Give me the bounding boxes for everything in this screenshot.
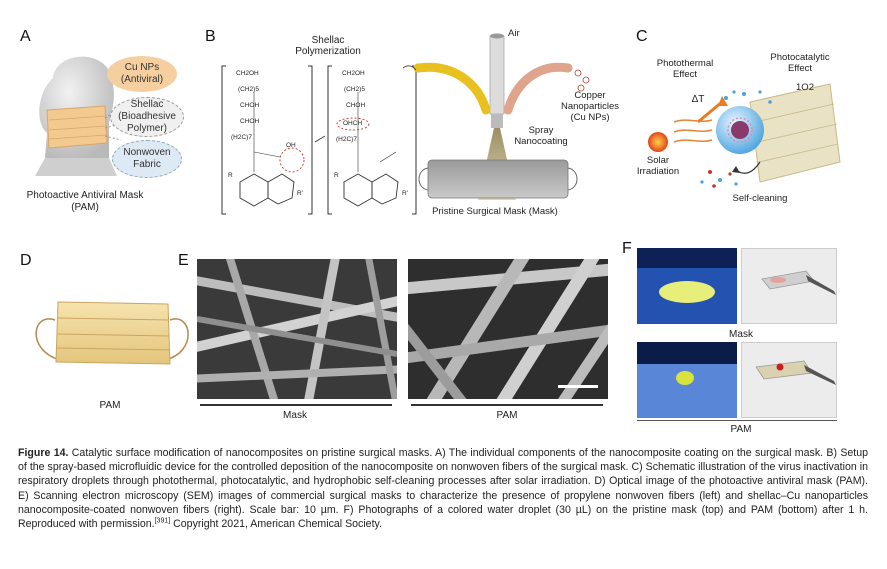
pam-droplet-bead <box>637 342 737 418</box>
photo-mask-droplet <box>637 248 737 324</box>
photo-pam-tweezers <box>741 342 837 418</box>
spray-device-illustration <box>402 33 590 200</box>
sem-fibers-mask <box>197 259 397 399</box>
bubble-cu-nps: Cu NPs (Antiviral) <box>107 56 177 92</box>
mask-droplet-spot <box>637 248 737 324</box>
air-label: Air <box>508 28 520 39</box>
chem-label: (CH2)5 <box>238 86 259 93</box>
shellac-polymerization-label: Shellac Polymerization <box>295 35 361 57</box>
chem-label: CH2OH <box>342 70 365 77</box>
caption-text: Catalytic surface modification of nanoco… <box>18 447 868 531</box>
chem-label: R <box>334 172 339 179</box>
panel-a-caption: Photoactive Antiviral Mask (PAM) <box>26 190 144 213</box>
copper-nanoparticles-label: Copper Nanoparticles (Cu NPs) <box>560 90 620 123</box>
sem-image-mask <box>197 259 397 399</box>
photo-f-mask-label: Mask <box>729 329 753 340</box>
photo-f-pam-label: PAM <box>730 424 752 435</box>
panel-letter-c: C <box>636 28 648 45</box>
pam-tweezers-sample <box>755 360 836 385</box>
panel-letter-b: B <box>205 28 216 45</box>
singlet-oxygen-label: 1O2 <box>796 82 814 93</box>
pristine-mask-label: Pristine Surgical Mask (Mask) <box>432 206 558 217</box>
chem-label: OH <box>286 142 296 149</box>
figure-label: Figure 14. <box>18 447 69 459</box>
sem-mask-label: Mask <box>283 410 307 421</box>
chem-label: CH2OH <box>236 70 259 77</box>
chem-label: (CH2)5 <box>344 86 365 93</box>
pam-mask-photo <box>35 301 189 365</box>
scale-bracket-pam <box>411 404 603 406</box>
virus-inactivation-schematic <box>648 83 841 188</box>
photo-pam-droplet <box>637 342 737 418</box>
panel-letter-f: F <box>622 240 632 257</box>
chem-label: R' <box>297 190 303 197</box>
scale-bracket-mask <box>200 404 392 406</box>
chem-label: (H2C)7 <box>231 134 252 141</box>
chem-label: CHOH <box>240 118 260 125</box>
panel-letter-d: D <box>20 252 32 269</box>
chem-label: R <box>228 172 233 179</box>
panel-d-caption: PAM <box>99 400 121 411</box>
mannequin-head-illustration <box>35 56 122 176</box>
bubble-nonwoven-fabric: Nonwoven Fabric <box>112 140 182 178</box>
delta-t-label: ΔT <box>691 94 705 105</box>
self-cleaning-label: Self-cleaning <box>732 193 788 204</box>
sem-image-pam <box>408 259 608 399</box>
chem-label: OHCH <box>343 120 363 127</box>
bubble-shellac: Shellac (Bioadhesive Polymer) <box>110 97 184 137</box>
spray-nanocoating-label: Spray Nanocoating <box>514 125 568 147</box>
photo-mask-tweezers <box>741 248 837 324</box>
caption-reference: [391] <box>154 517 171 525</box>
figure-caption: Figure 14. Catalytic surface modificatio… <box>18 446 868 531</box>
panel-f-divider <box>637 420 837 421</box>
sem-fibers-pam <box>408 259 608 399</box>
chem-label: CHOH <box>346 102 366 109</box>
caption-copyright: Copyright 2021, American Chemical Societ… <box>170 518 382 531</box>
photothermal-effect-label: Photothermal Effect <box>656 58 714 80</box>
chem-label: R' <box>402 190 408 197</box>
panel-letter-a: A <box>20 28 31 45</box>
chem-label: (H2C)7 <box>336 136 357 143</box>
sem-pam-label: PAM <box>496 410 518 421</box>
mask-tweezers-sample <box>761 270 836 295</box>
solar-irradiation-label: Solar Irradiation <box>636 155 680 177</box>
panel-letter-e: E <box>178 252 189 269</box>
photocatalytic-effect-label: Photocatalytic Effect <box>770 52 830 74</box>
chem-label: CHOH <box>240 102 260 109</box>
